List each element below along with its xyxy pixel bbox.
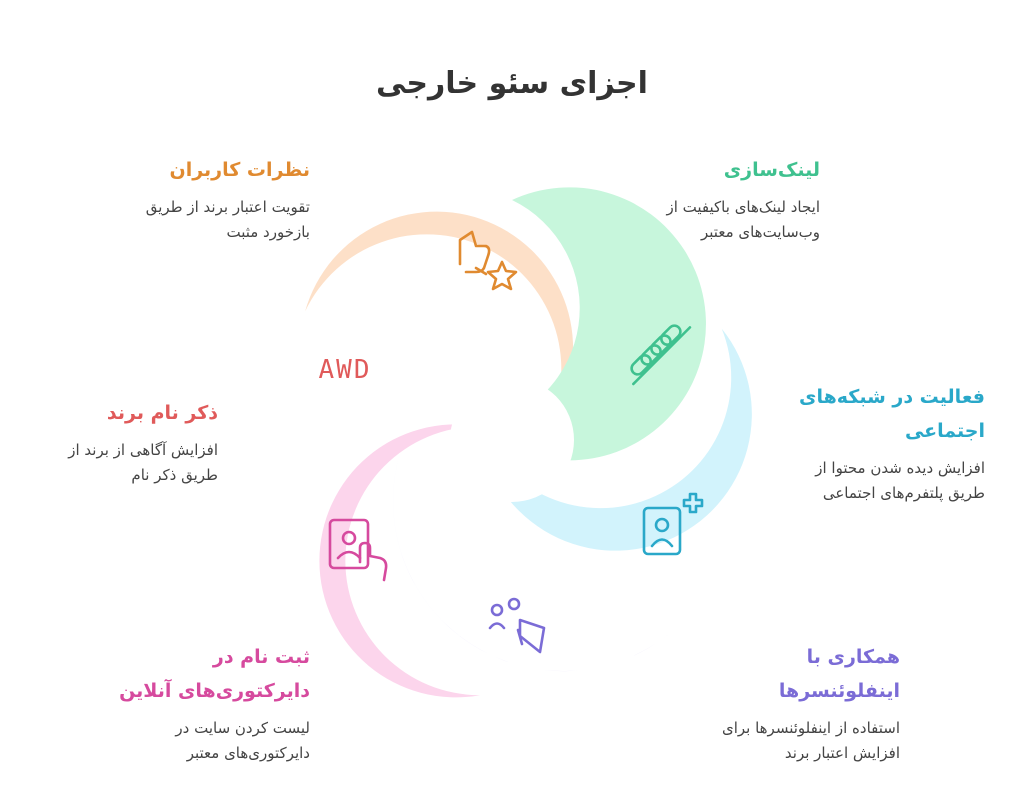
center-hole xyxy=(450,378,574,502)
callout-description: تقویت اعتبار برند از طریق بازخورد مثبت xyxy=(145,198,310,241)
petal-directories xyxy=(319,424,481,698)
petal-linkbuilding xyxy=(479,187,706,461)
user-add-icon xyxy=(642,492,704,556)
callout-title: نظرات کاربران xyxy=(169,159,311,181)
callout-influencer: همکاری با اینفلوئنسرها استفاده از اینفلو… xyxy=(700,640,900,766)
callout-social: فعالیت در شبکه‌های اجتماعی افزایش دیده ش… xyxy=(790,380,985,506)
callout-title: ذکر نام برند xyxy=(106,402,218,424)
callout-description: استفاده از اینفلوئنسرها برای افزایش اعتب… xyxy=(721,719,900,762)
profile-card-hand-icon xyxy=(328,518,388,582)
callout-description: افزایش دیده شدن محتوا از طریق پلتفرم‌های… xyxy=(815,459,985,502)
callout-description: افزایش آگاهی از برند از طریق ذکر نام xyxy=(68,441,218,484)
callout-directories: ثبت نام در دایرکتوری‌های آنلاین لیست کرد… xyxy=(90,640,310,766)
callout-linkbuilding: لینک‌سازی ایجاد لینک‌های باکیفیت از وب‌س… xyxy=(640,153,820,245)
callout-title: ثبت نام در دایرکتوری‌های آنلاین xyxy=(119,646,310,702)
callout-title: همکاری با اینفلوئنسرها xyxy=(778,646,900,702)
thumb-star-icon xyxy=(458,230,518,291)
callout-description: ایجاد لینک‌های باکیفیت از وب‌سایت‌های مع… xyxy=(666,198,820,241)
petal-social xyxy=(479,328,752,551)
callout-brand: ذکر نام برند افزایش آگاهی از برند از طری… xyxy=(30,396,218,488)
callout-title: فعالیت در شبکه‌های اجتماعی xyxy=(799,386,985,442)
page-title: اجزای سئو خارجی xyxy=(376,66,648,101)
callout-title: لینک‌سازی xyxy=(723,159,820,181)
callout-reviews: نظرات کاربران تقویت اعتبار برند از طریق … xyxy=(100,153,310,245)
megaphone-people-icon xyxy=(488,597,546,654)
callout-description: لیست کردن سایت در دایرکتوری‌های معتبر xyxy=(175,719,310,762)
chain-links-icon xyxy=(630,324,692,386)
brand-wordmark-icon: AWD xyxy=(319,355,372,385)
